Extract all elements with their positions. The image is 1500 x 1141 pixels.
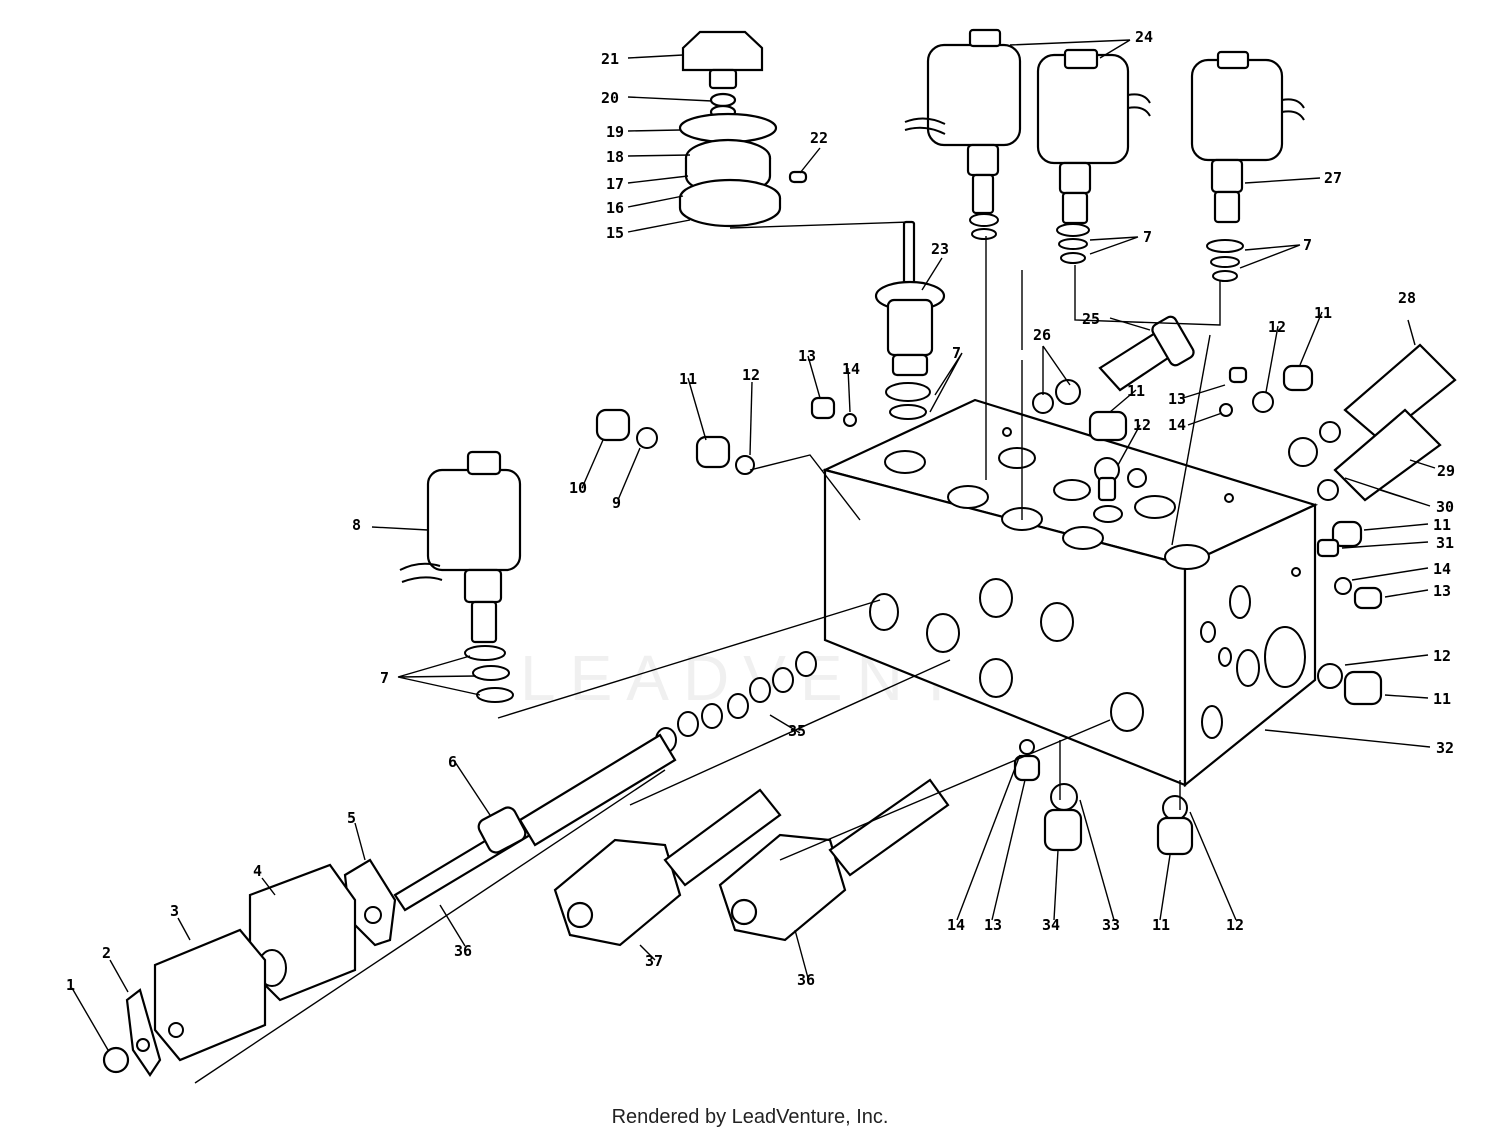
callout-4: 4: [253, 862, 262, 880]
callout-16: 16: [606, 199, 624, 217]
callout-32: 32: [1436, 739, 1454, 757]
callout-11-side-lower: 11: [1433, 690, 1451, 708]
callout-12-left: 12: [742, 366, 760, 384]
callout-26: 26: [1033, 326, 1051, 344]
callout-7-right-solenoid: 7: [1303, 236, 1312, 254]
callout-13-left: 13: [798, 347, 816, 365]
callout-pointers: [71, 39, 1436, 1051]
solenoid-valve-24-left: [904, 28, 1022, 240]
callout-12-side: 12: [1433, 647, 1451, 665]
callout-6: 6: [448, 753, 457, 771]
callout-14-bottom: 14: [947, 916, 965, 934]
leader-lines: [194, 221, 1221, 1084]
callout-14-left: 14: [842, 360, 860, 378]
callout-11-bottom: 11: [1152, 916, 1170, 934]
callout-3: 3: [170, 902, 179, 920]
solenoid-valve-27: [1190, 50, 1305, 282]
spool-6: [393, 733, 677, 912]
callout-23: 23: [931, 240, 949, 258]
callout-28: 28: [1398, 289, 1416, 307]
callout-7-left-solenoid: 7: [380, 669, 389, 687]
callout-36-spool: 36: [454, 942, 472, 960]
cartridge-25: [1098, 315, 1195, 392]
callout-12-top-right: 12: [1268, 318, 1286, 336]
callout-11-center: 11: [1127, 382, 1145, 400]
callout-5: 5: [347, 809, 356, 827]
callout-11-left: 11: [679, 370, 697, 388]
callout-13-side: 13: [1433, 582, 1451, 600]
footer-credit: Rendered by LeadVenture, Inc.: [611, 1106, 889, 1128]
callout-18: 18: [606, 148, 624, 166]
cartridge-28: [1343, 343, 1457, 442]
callout-20: 20: [601, 89, 619, 107]
callout-13-right: 13: [1168, 390, 1186, 408]
solenoid-valve-8: [399, 450, 522, 703]
valve-block: [821, 398, 1319, 788]
cartridge-29: [1333, 408, 1442, 502]
callout-22: 22: [810, 129, 828, 147]
knob-assembly: [678, 30, 808, 228]
seals-and-plugs: [595, 364, 1383, 856]
callout-12-center: 12: [1133, 416, 1151, 434]
callout-15: 15: [606, 224, 624, 242]
callout-14-side: 14: [1433, 560, 1451, 578]
callout-1: 1: [66, 976, 75, 994]
coil-parts-1-5: [102, 858, 397, 1077]
solenoid-valve-24-right: [1036, 48, 1151, 264]
solenoid-valve-37: [553, 788, 782, 947]
adjustable-cartridge-23: [874, 220, 946, 420]
callout-33: 33: [1102, 916, 1120, 934]
callout-7-cartridge: 7: [952, 344, 961, 362]
callout-13-bottom: 13: [984, 916, 1002, 934]
callout-12-bottom: 12: [1226, 916, 1244, 934]
callout-9: 9: [612, 494, 621, 512]
callout-19: 19: [606, 123, 624, 141]
callout-24: 24: [1135, 28, 1153, 46]
callout-35: 35: [788, 722, 806, 740]
callout-27: 27: [1324, 169, 1342, 187]
callout-30: 30: [1436, 498, 1454, 516]
callout-25: 25: [1082, 310, 1100, 328]
callout-11-side: 11: [1433, 516, 1451, 534]
callout-37: 37: [645, 952, 663, 970]
callout-29: 29: [1437, 462, 1455, 480]
callout-34: 34: [1042, 916, 1060, 934]
callout-21: 21: [601, 50, 619, 68]
callout-36-solenoid: 36: [797, 971, 815, 989]
callout-31: 31: [1436, 534, 1454, 552]
callout-labels: 1 2 3 4 5 6 7 7 7 7 7 8 9 10 11 11 11 11…: [66, 28, 1455, 994]
callout-17: 17: [606, 175, 624, 193]
callout-11-top-right: 11: [1314, 304, 1332, 322]
callout-14-right: 14: [1168, 416, 1186, 434]
callout-2: 2: [102, 944, 111, 962]
solenoid-valve-36: [718, 778, 950, 942]
callout-10: 10: [569, 479, 587, 497]
callout-8: 8: [352, 516, 361, 534]
callout-7-center-solenoid: 7: [1143, 228, 1152, 246]
